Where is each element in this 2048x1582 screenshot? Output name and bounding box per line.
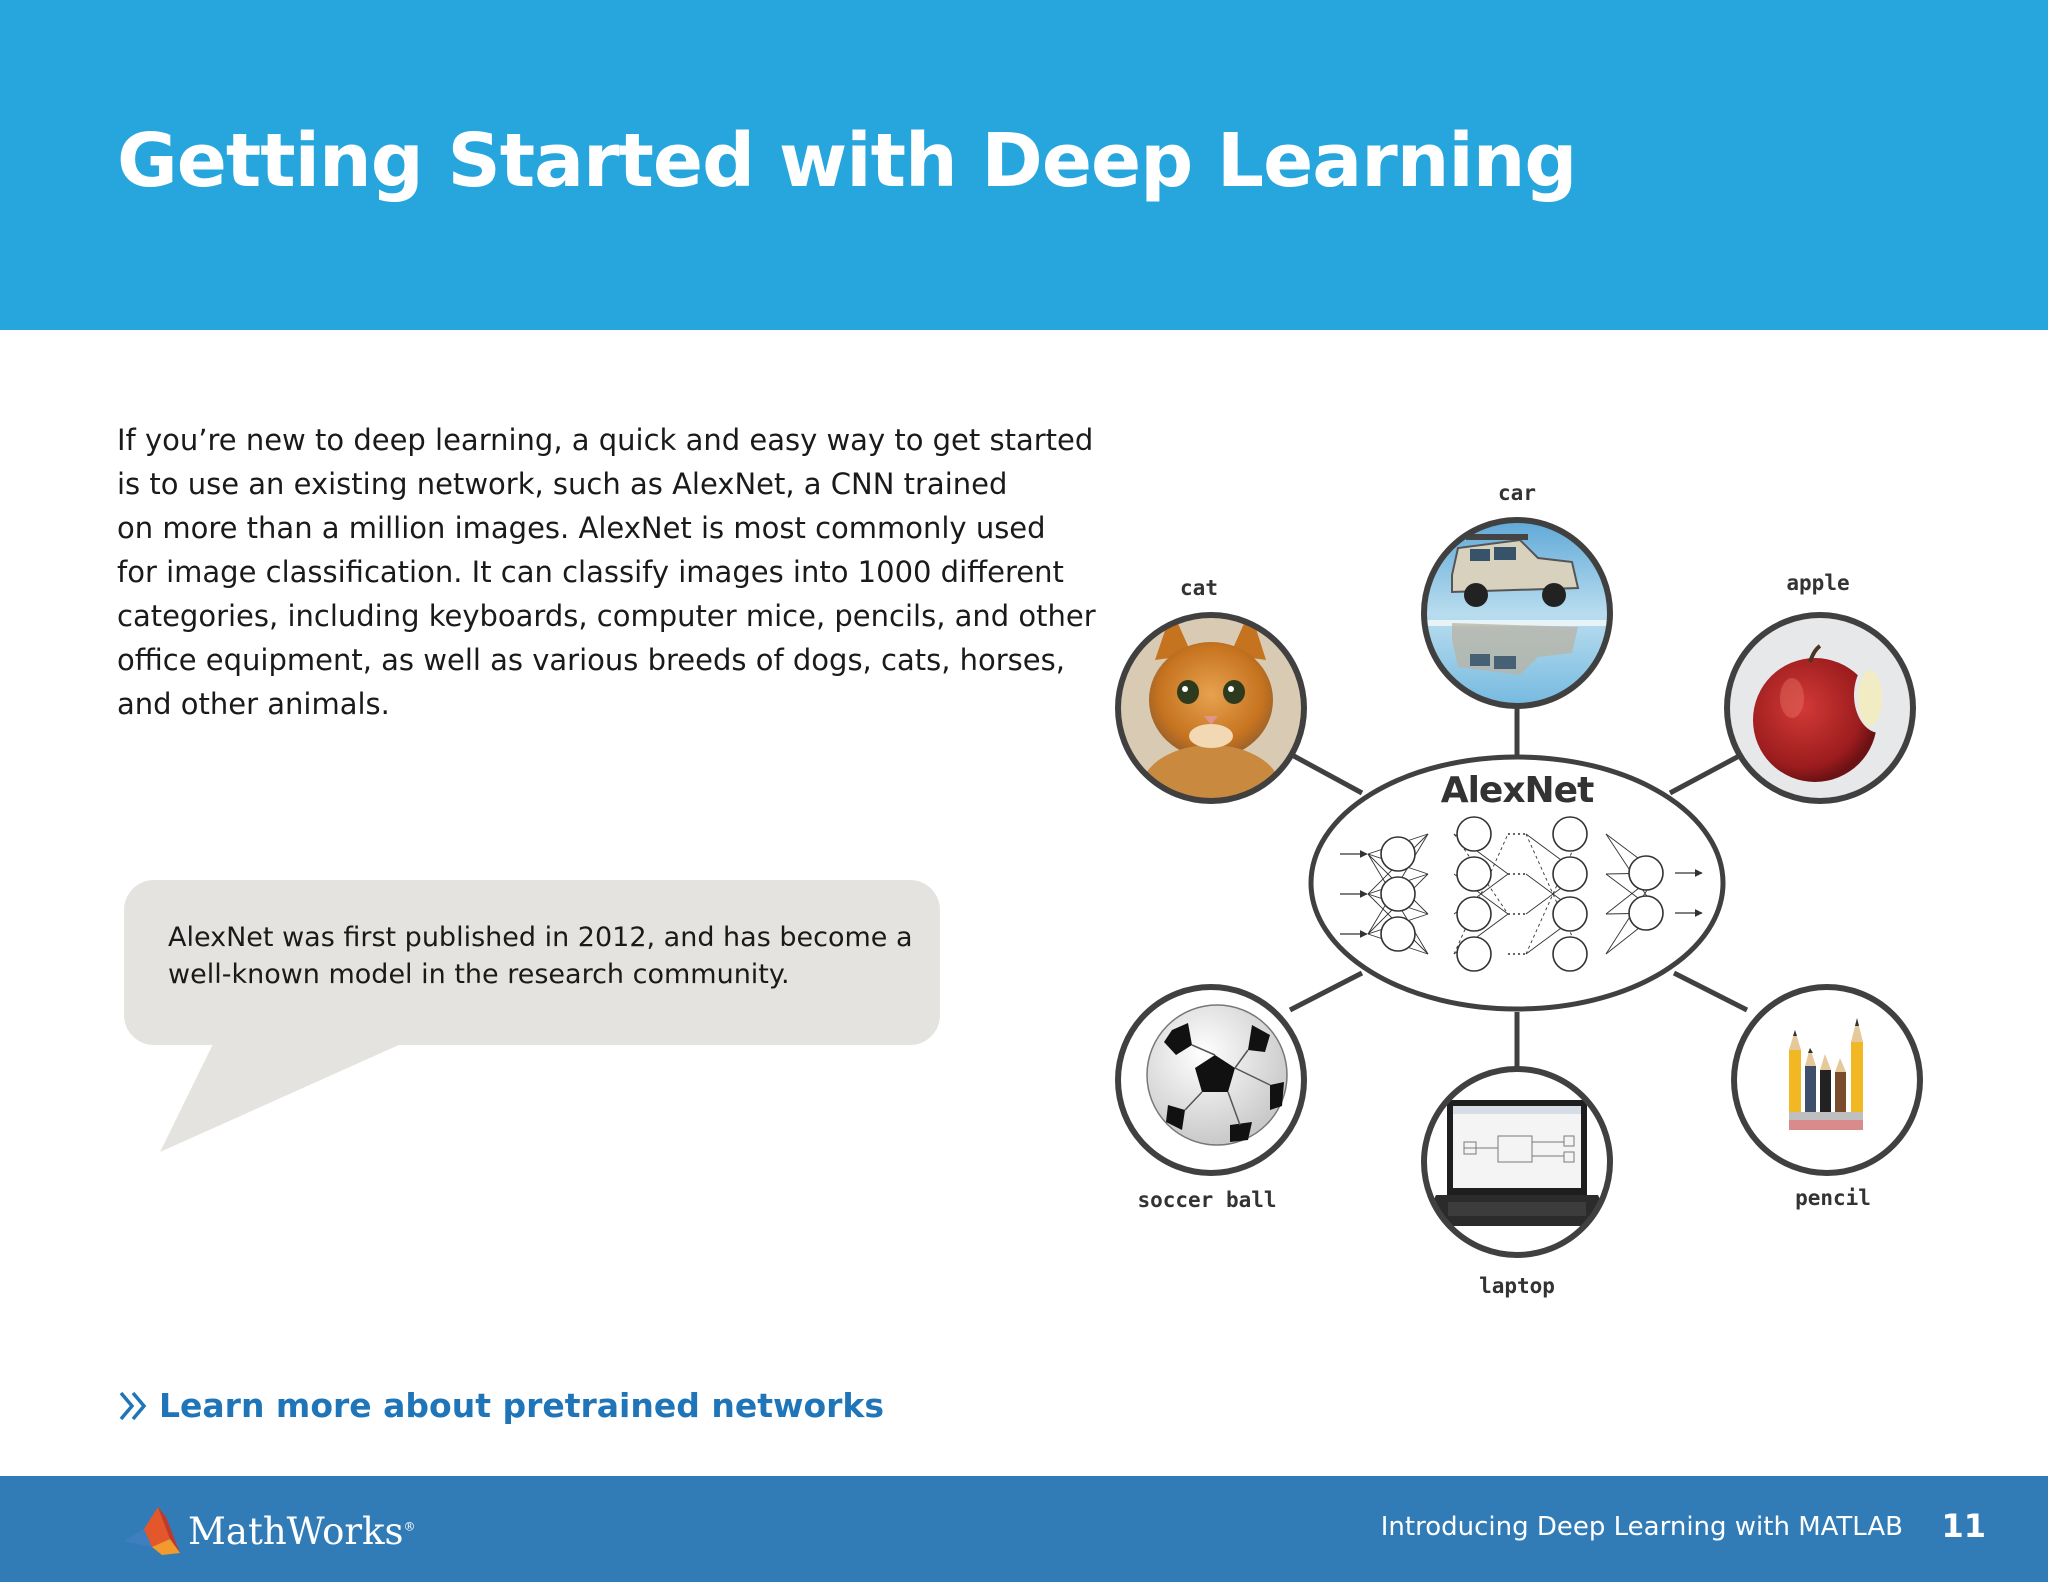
intro-paragraph: If you’re new to deep learning, a quick … bbox=[117, 418, 1096, 726]
intro-line: for image classification. It can classif… bbox=[117, 555, 1064, 589]
double-chevron-right-icon bbox=[119, 1391, 147, 1420]
intro-line: and other animals. bbox=[117, 687, 390, 721]
callout-line: well-known model in the research communi… bbox=[168, 959, 790, 990]
cat-node: cat bbox=[1115, 576, 1307, 804]
footer-bar bbox=[0, 1476, 2048, 1582]
alexnet-node: AlexNet bbox=[1308, 754, 1726, 1012]
mathworks-logo-text: MathWorks® bbox=[188, 1509, 416, 1553]
connectors bbox=[1288, 706, 1749, 1070]
cat-label: cat bbox=[1180, 576, 1218, 600]
car-photo bbox=[1424, 520, 1610, 706]
soccer-ball-node: soccer ball bbox=[1115, 984, 1307, 1212]
alexnet-diagram: AlexNet bbox=[1115, 481, 1923, 1298]
neural-network-icon bbox=[1340, 816, 1703, 972]
callout-line: AlexNet was first published in 2012, and… bbox=[168, 922, 913, 953]
intro-line: on more than a million images. AlexNet i… bbox=[117, 511, 1046, 545]
pencil-node: pencil bbox=[1731, 984, 1923, 1210]
callout-text: AlexNet was first published in 2012, and… bbox=[168, 919, 913, 993]
intro-line: office equipment, as well as various bre… bbox=[117, 643, 1065, 677]
car-node: car bbox=[1421, 481, 1613, 709]
laptop-photo bbox=[1424, 1069, 1610, 1255]
learn-more-link[interactable]: Learn more about pretrained networks bbox=[117, 1386, 884, 1425]
laptop-node: laptop bbox=[1421, 1066, 1613, 1298]
mathworks-logo: MathWorks® bbox=[122, 1503, 416, 1559]
apple-label: apple bbox=[1786, 571, 1849, 595]
apple-node: apple bbox=[1724, 571, 1916, 804]
page-number: 11 bbox=[1941, 1507, 1986, 1545]
alexnet-label: AlexNet bbox=[1441, 770, 1594, 811]
soccer-ball-label: soccer ball bbox=[1137, 1188, 1276, 1212]
mathworks-membrane-icon bbox=[124, 1507, 180, 1555]
book-title: Introducing Deep Learning with MATLAB bbox=[1380, 1512, 1903, 1542]
cat-photo bbox=[1118, 615, 1304, 801]
pencil-label: pencil bbox=[1795, 1186, 1871, 1210]
car-label: car bbox=[1498, 481, 1536, 505]
learn-more-label[interactable]: Learn more about pretrained networks bbox=[159, 1386, 885, 1425]
callout-bubble bbox=[124, 880, 940, 1045]
pencil-photo bbox=[1734, 987, 1920, 1173]
intro-line: If you’re new to deep learning, a quick … bbox=[117, 423, 1094, 457]
laptop-label: laptop bbox=[1479, 1274, 1555, 1298]
header-banner: Getting Started with Deep Learning bbox=[0, 0, 2048, 330]
intro-line: is to use an existing network, such as A… bbox=[117, 467, 1008, 501]
soccer-ball-photo bbox=[1118, 987, 1304, 1173]
intro-line: categories, including keyboards, compute… bbox=[117, 599, 1096, 633]
apple-photo bbox=[1727, 615, 1913, 801]
page-title: Getting Started with Deep Learning bbox=[117, 118, 1577, 204]
